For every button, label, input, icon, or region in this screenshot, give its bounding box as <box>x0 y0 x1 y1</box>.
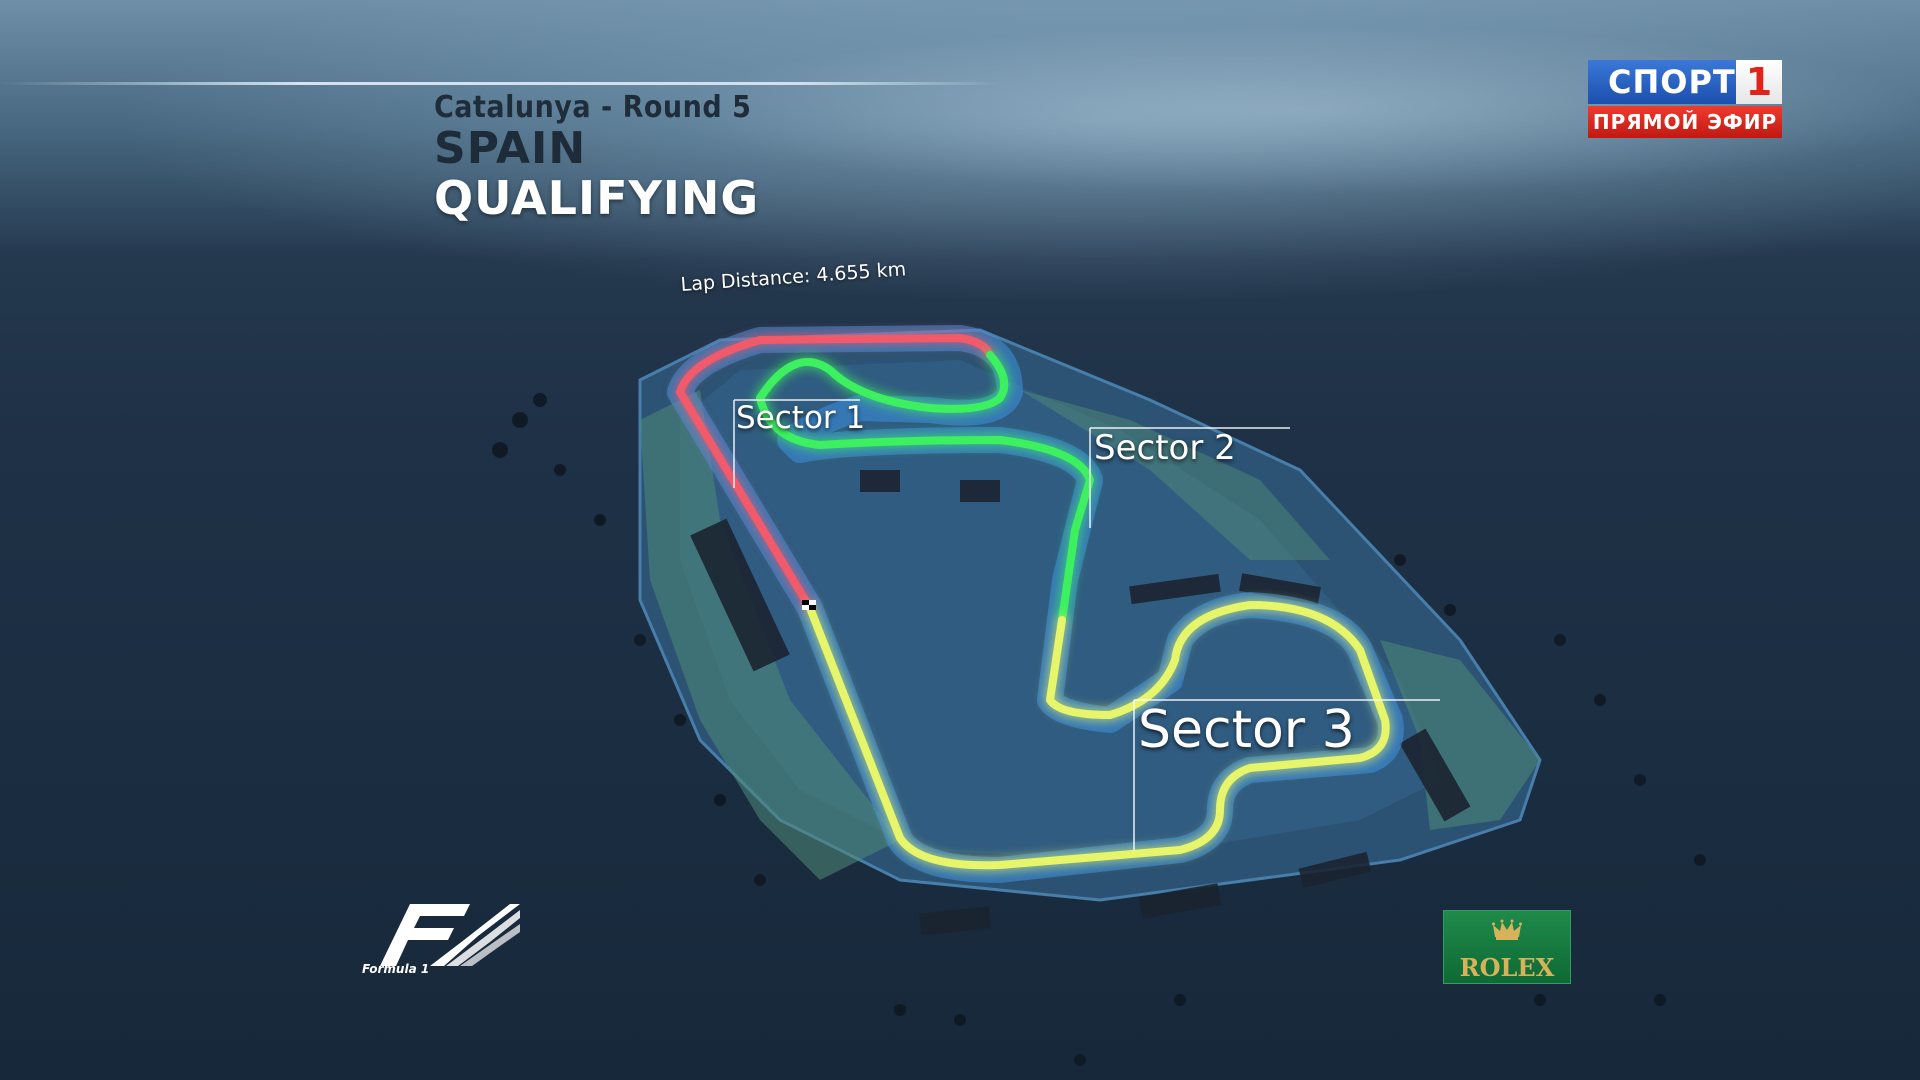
track-sector-green <box>756 351 1094 624</box>
channel-logo-top: СПОРТ 1 <box>1588 60 1782 104</box>
header-rule <box>0 82 1000 85</box>
sector-2-label: Sector 2 <box>1094 428 1236 468</box>
live-badge: ПРЯМОЙ ЭФИР <box>1588 106 1782 138</box>
grass-area-top <box>1020 390 1330 560</box>
track-pit-straight <box>675 333 994 612</box>
f1-caption: Formula 1 <box>362 962 430 976</box>
channel-name: СПОРТ <box>1608 63 1736 101</box>
grass-area-right <box>1380 640 1540 830</box>
crown-icon <box>1492 919 1522 940</box>
start-finish-flag-icon <box>802 600 816 610</box>
session-title: Catalunya - Round 5 SPAIN QUALIFYING <box>434 90 759 224</box>
session-label: QUALIFYING <box>434 171 760 225</box>
channel-logo: СПОРТ 1 ПРЯМОЙ ЭФИР <box>1588 60 1782 140</box>
country-label: SPAIN <box>434 123 587 174</box>
round-label: Catalunya - Round 5 <box>434 90 752 125</box>
sector-3-label: Sector 3 <box>1138 700 1355 760</box>
channel-number: 1 <box>1736 60 1782 104</box>
sponsor-name: ROLEX <box>1459 953 1555 982</box>
trees <box>492 393 1706 1066</box>
grass-area-left <box>640 390 900 880</box>
sector-callouts <box>733 399 1440 850</box>
sector-1-label: Sector 1 <box>736 400 866 436</box>
grandstands <box>690 470 1471 936</box>
f1-logo <box>380 904 520 966</box>
track-sector-yellow <box>806 601 1390 870</box>
rolex-logo: ROLEX <box>1443 910 1571 984</box>
